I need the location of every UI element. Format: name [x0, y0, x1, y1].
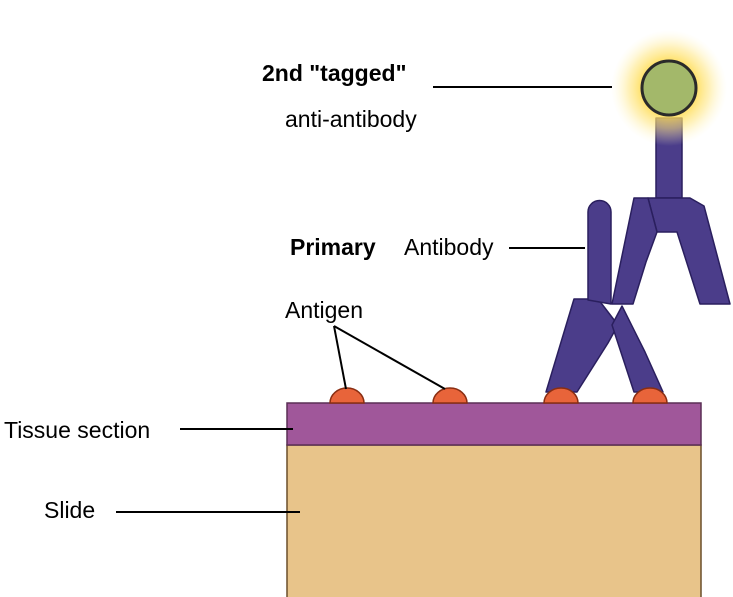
antigen-pointer-2: [333, 325, 446, 390]
primary-label-bold: Primary: [290, 234, 376, 260]
secondary-antibody-sublabel: anti-antibody: [285, 106, 417, 132]
slide: [286, 444, 702, 597]
tag: [640, 59, 698, 117]
antigen-2: [432, 387, 468, 404]
tissue-section: [286, 402, 702, 446]
primary-label-rest: Antibody: [404, 234, 494, 260]
antigen-pointer-1: [333, 325, 347, 390]
antigen-1: [329, 387, 365, 404]
antigen-4: [632, 387, 668, 404]
antigen-3: [543, 387, 579, 404]
secondary-antibody-label: 2nd "tagged": [262, 60, 407, 86]
primary-antibody: [545, 199, 664, 393]
antigen-label: Antigen: [285, 297, 364, 323]
tissue-section-label: Tissue section: [4, 417, 151, 443]
slide-label: Slide: [44, 497, 96, 523]
